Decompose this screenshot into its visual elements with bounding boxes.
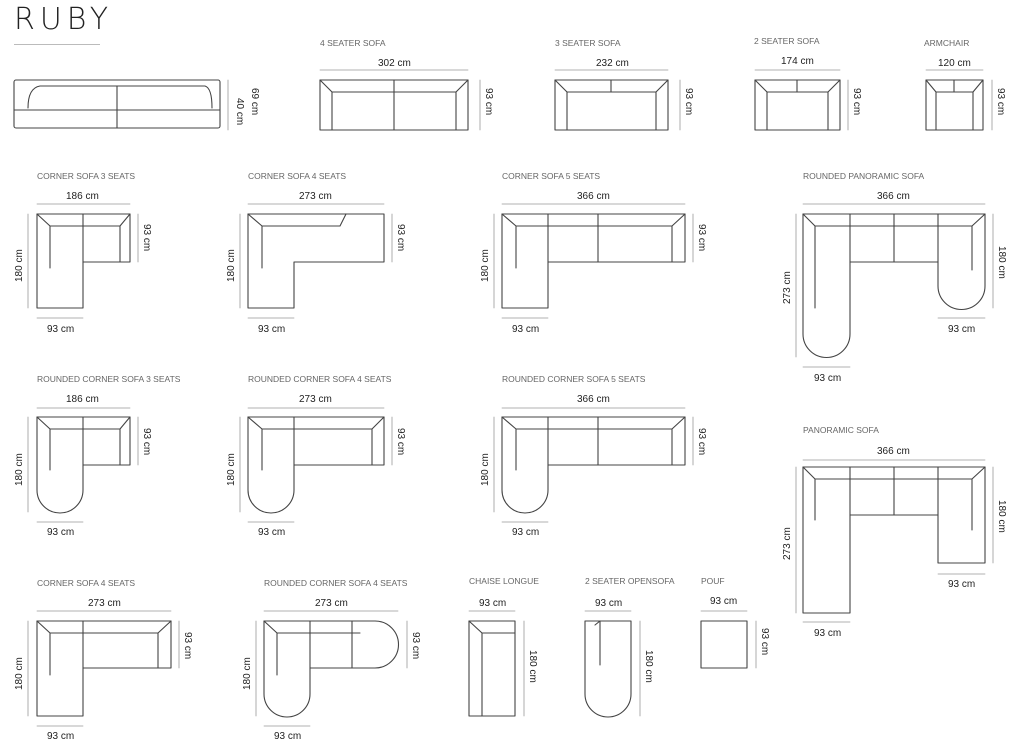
rounded-panoramic-plan	[802, 213, 986, 358]
dim-corner4-depth: 93 cm	[395, 224, 406, 252]
label-armchair: ARMCHAIR	[924, 38, 970, 48]
dim-panoramic-depth: 93 cm	[814, 628, 842, 639]
dim-rcorner4b-width: 273 cm	[315, 598, 348, 609]
dim-corner4-length: 180 cm	[226, 249, 237, 282]
brand-title: RUBY	[14, 2, 114, 37]
rcorner4-plan	[247, 416, 385, 514]
label-rcorner4: ROUNDED CORNER SOFA 4 SEATS	[248, 374, 392, 384]
label-rcorner3: ROUNDED CORNER SOFA 3 SEATS	[37, 374, 181, 384]
dim-4-seater-width: 302 cm	[378, 58, 411, 69]
dim-corner3-width: 186 cm	[66, 191, 99, 202]
label-panoramic: PANORAMIC SOFA	[803, 425, 879, 435]
dim-armchair-depth: 93 cm	[995, 88, 1006, 116]
label-chaise: CHAISE LONGUE	[469, 576, 539, 586]
dim-corner5-depth: 93 cm	[696, 224, 707, 252]
dim-open2-width: 93 cm	[595, 598, 623, 609]
armchair-plan	[925, 79, 984, 131]
dim-rcorner5-depth2: 93 cm	[512, 527, 540, 538]
label-rounded-panoramic: ROUNDED PANORAMIC SOFA	[803, 171, 925, 181]
seater3-plan	[554, 79, 669, 131]
dimension-lines	[27, 69, 994, 727]
label-2-seater: 2 SEATER SOFA	[754, 36, 820, 46]
dim-rcorner5-width: 366 cm	[577, 394, 610, 405]
dim-rcorner5-length: 180 cm	[480, 453, 491, 486]
dim-panoramic-depth2: 93 cm	[948, 579, 976, 590]
dim-pouf-depth: 93 cm	[759, 628, 770, 656]
dim-3-seater-width: 232 cm	[596, 58, 629, 69]
rcorner5-plan	[501, 416, 686, 514]
dim-rcorner4b-depth2: 93 cm	[274, 731, 302, 742]
label-corner4b: CORNER SOFA 4 SEATS	[37, 578, 136, 588]
dim-front-height: 69 cm	[249, 88, 260, 116]
label-pouf: POUF	[701, 576, 725, 586]
dim-rcorner3-depth2: 93 cm	[47, 527, 75, 538]
title-underline	[14, 44, 100, 45]
seater2-plan	[754, 79, 841, 131]
label-rcorner4b: ROUNDED CORNER SOFA 4 SEATS	[264, 578, 408, 588]
dim-3-seater-depth: 93 cm	[683, 88, 694, 116]
dim-rpanoramic-length2: 180 cm	[996, 246, 1007, 279]
dim-rcorner3-length: 180 cm	[14, 453, 25, 486]
label-corner5: CORNER SOFA 5 SEATS	[502, 171, 601, 181]
pouf-plan	[700, 620, 748, 669]
dim-corner4b-width: 273 cm	[88, 598, 121, 609]
dim-corner3-depth: 93 cm	[141, 224, 152, 252]
dim-armchair-width: 120 cm	[938, 58, 971, 69]
dim-chaise-width: 93 cm	[479, 598, 507, 609]
label-open2: 2 SEATER OPENSOFA	[585, 576, 675, 586]
dim-rpanoramic-width: 366 cm	[877, 191, 910, 202]
dim-panoramic-length2: 180 cm	[996, 500, 1007, 533]
corner5-plan	[501, 213, 686, 309]
label-3-seater: 3 SEATER SOFA	[555, 38, 621, 48]
dim-rpanoramic-depth: 93 cm	[814, 373, 842, 384]
dim-rcorner4-depth: 93 cm	[395, 428, 406, 456]
dim-rcorner4b-length: 180 cm	[242, 657, 253, 690]
dim-2-seater-depth: 93 cm	[851, 88, 862, 116]
dim-corner4b-depth: 93 cm	[182, 632, 193, 660]
dim-rcorner4-length: 180 cm	[226, 453, 237, 486]
dim-front-seat-height: 40 cm	[234, 98, 245, 126]
corner4b-plan	[36, 620, 172, 717]
dim-open2-length: 180 cm	[643, 650, 654, 683]
open2-plan	[584, 620, 632, 718]
dim-rcorner5-depth: 93 cm	[696, 428, 707, 456]
corner4-plan	[247, 213, 385, 309]
dim-rcorner4b-depth: 93 cm	[410, 632, 421, 660]
dim-corner3-depth2: 93 cm	[47, 324, 75, 335]
dim-corner5-length: 180 cm	[480, 249, 491, 282]
chaise-plan	[468, 620, 516, 717]
corner3-plan	[36, 213, 131, 309]
panoramic-plan	[802, 466, 986, 614]
dim-rcorner3-depth: 93 cm	[141, 428, 152, 456]
dim-corner5-width: 366 cm	[577, 191, 610, 202]
dim-rcorner3-width: 186 cm	[66, 394, 99, 405]
dim-corner3-length: 180 cm	[14, 249, 25, 282]
rcorner4b-plan	[263, 620, 399, 718]
dim-rcorner4-depth2: 93 cm	[258, 527, 286, 538]
label-corner4: CORNER SOFA 4 SEATS	[248, 171, 347, 181]
dim-corner4-depth2: 93 cm	[258, 324, 286, 335]
dim-corner4b-depth2: 93 cm	[47, 731, 75, 742]
dim-corner5-depth2: 93 cm	[512, 324, 540, 335]
dim-rpanoramic-length: 273 cm	[782, 271, 793, 304]
dim-panoramic-width: 366 cm	[877, 446, 910, 457]
dim-rcorner4-width: 273 cm	[299, 394, 332, 405]
dim-4-seater-depth: 93 cm	[483, 88, 494, 116]
seater4-plan	[319, 79, 469, 131]
dim-corner4-width: 273 cm	[299, 191, 332, 202]
dim-corner4b-length: 180 cm	[14, 657, 25, 690]
label-4-seater: 4 SEATER SOFA	[320, 38, 386, 48]
label-rcorner5: ROUNDED CORNER SOFA 5 SEATS	[502, 374, 646, 384]
dim-2-seater-width: 174 cm	[781, 56, 814, 67]
dim-chaise-length: 180 cm	[527, 650, 538, 683]
front-view-sofa	[13, 79, 221, 129]
label-corner3: CORNER SOFA 3 SEATS	[37, 171, 136, 181]
rcorner3-plan	[36, 416, 131, 514]
dim-pouf-width: 93 cm	[710, 596, 738, 607]
dim-rpanoramic-depth2: 93 cm	[948, 324, 976, 335]
dim-panoramic-length: 273 cm	[782, 527, 793, 560]
